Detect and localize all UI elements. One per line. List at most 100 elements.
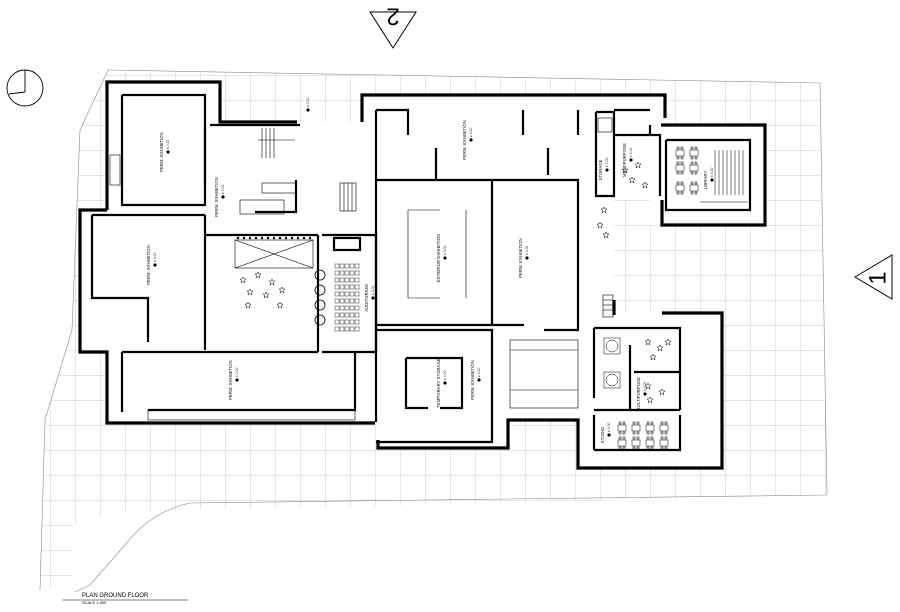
table (689, 146, 699, 160)
seat (339, 312, 345, 318)
title-block: PLAN GROUND FLOOR SCALE 1:400 (62, 593, 188, 605)
seat (344, 305, 350, 311)
seat (339, 326, 345, 332)
seat (334, 291, 340, 297)
seat (339, 291, 345, 297)
table (689, 161, 699, 175)
seat (349, 291, 355, 297)
auditorium-seating (334, 263, 360, 332)
room-level-multipurpose-n: ± 0.00 (629, 147, 633, 157)
exhibit-item (658, 388, 666, 396)
room-label-perm-exhibition-e: PERM. EXHIBITION± 0.00 (518, 238, 529, 278)
level-marker-multipurpose-s: ± 0.00 (643, 381, 647, 396)
level-marker-perm-exhibition-w: ± 0.00 (153, 252, 157, 267)
drawing-title: PLAN GROUND FLOOR (82, 593, 149, 599)
room-name-exterior-exhibition: EXTERIOR EXHIBITION (436, 234, 441, 282)
exhibit-item (644, 382, 652, 390)
seat (349, 305, 355, 311)
thin-details (109, 117, 614, 421)
room-level-multipurpose-s: ± 0.00 (643, 381, 647, 391)
room-name-perm-exhibition-n: PERM. EXHIBITION (462, 120, 467, 160)
room-name-multipurpose-s: MULTIPURPOSE (636, 377, 641, 411)
seat (334, 277, 340, 283)
section-marker-2-label: 2 (386, 3, 399, 30)
exterior-walls (78, 80, 767, 470)
level-marker-icon (443, 381, 447, 385)
room-name-auditorium: AUDITORIUM (364, 284, 369, 312)
exhibit-item (276, 301, 284, 309)
room-level-exterior-exhibition: ± 0.00 (443, 245, 447, 255)
level-marker-perm-exhibition-se: ± 0.00 (477, 367, 481, 382)
seat (344, 284, 350, 290)
exhibit-item (634, 161, 642, 169)
level-marker-perm-exhibition-nw: ± 0.00 (166, 139, 170, 154)
table (631, 421, 641, 435)
outdoor-level-marker: ± 0.00 (306, 97, 310, 112)
seat (354, 284, 360, 290)
seat (354, 305, 360, 311)
exhibit-item (246, 288, 254, 296)
seat (339, 305, 345, 311)
exhibit-item (646, 396, 654, 404)
table (675, 181, 685, 195)
exhibit-item (600, 206, 608, 214)
level-marker-icon (607, 433, 611, 437)
room-level-perm-exhibition-w: ± 0.00 (153, 252, 157, 262)
level-marker-storage: ± 0.00 (605, 157, 609, 172)
seat (349, 312, 355, 318)
level-marker-icon (443, 256, 447, 260)
level-marker-exterior-exhibition: ± 0.00 (443, 245, 447, 260)
seat (334, 312, 340, 318)
seat (354, 270, 360, 276)
room-level-storage: ± 0.00 (605, 157, 609, 167)
seat (344, 263, 350, 269)
level-marker-perm-exhibition-n: ± 0.00 (469, 127, 473, 142)
seat (334, 284, 340, 290)
room-label-storage: STORAGE± 0.00 (598, 157, 609, 180)
seat (339, 284, 345, 290)
level-marker-icon (166, 150, 170, 154)
table (659, 436, 669, 450)
room-level-auditorium: ± 0.00 (371, 285, 375, 295)
seat (334, 319, 340, 325)
room-label-exterior-exhibition: EXTERIOR EXHIBITION± 0.00 (436, 234, 447, 282)
level-marker-perm-exhibition-s: ± 0.00 (235, 367, 239, 382)
room-name-perm-exhibition-c: PERM. EXHIBITION (214, 177, 219, 217)
seat (334, 326, 340, 332)
room-name-perm-exhibition-se: PERM. EXHIBITION (470, 360, 475, 400)
north-arrow-icon (6, 69, 44, 107)
seat (339, 277, 345, 283)
room-label-perm-exhibition-s: PERM. EXHIBITION± 0.00 (228, 360, 239, 400)
level-marker-multipurpose-n: ± 0.00 (629, 147, 633, 162)
seat (339, 298, 345, 304)
room-label-multipurpose-n: MULTIPURPOSE± 0.00 (622, 143, 633, 177)
room-name-perm-exhibition-e: PERM. EXHIBITION (518, 238, 523, 278)
room-label-temporary-storage: TEMPORARY STORAGE± 0.00 (436, 358, 447, 408)
table (689, 181, 699, 195)
exhibit-item (628, 176, 636, 184)
building-interior (80, 82, 765, 468)
section-marker-2: 2 (369, 3, 417, 49)
drawing-scale: SCALE 1:400 (82, 600, 107, 605)
room-label-studio: STUDIO± 0.00 (600, 422, 611, 443)
seat (349, 263, 355, 269)
room-label-perm-exhibition-nw: PERM. EXHIBITION± 0.00 (159, 132, 170, 172)
seat (354, 326, 360, 332)
table (659, 421, 669, 435)
room-name-perm-exhibition-w: PERM. EXHIBITION (146, 245, 151, 285)
exhibit-item (602, 231, 610, 239)
room-label-multipurpose-s: MULTIPURPOSE± 0.00 (636, 377, 647, 411)
exhibit-item (621, 166, 629, 174)
round-table (603, 337, 621, 355)
seat (339, 319, 345, 325)
table (617, 436, 627, 450)
exhibit-item (254, 271, 262, 279)
room-level-studio: ± 0.00 (607, 422, 611, 432)
seat (344, 319, 350, 325)
seat (349, 319, 355, 325)
level-marker-icon (306, 108, 310, 112)
level-marker-studio: ± 0.00 (607, 422, 611, 437)
exhibit-item (656, 344, 664, 352)
room-name-studio: STUDIO (600, 426, 605, 443)
room-label-library: LIBRARY± 0.00 (703, 167, 714, 189)
